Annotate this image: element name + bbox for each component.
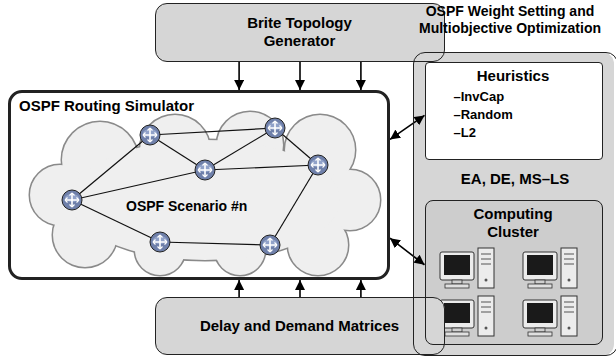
node-heading: Heuristics — [433, 67, 593, 85]
node-heading: Delay and Demand Matrices — [197, 317, 402, 335]
connector-arrow — [390, 238, 425, 265]
optimization-panel: OSPF Weight Setting and Multiobjective O… — [413, 52, 616, 356]
connector-arrow — [238, 62, 240, 90]
simulator-box: OSPF Routing SimulatorOSPF Scenario #n — [8, 90, 390, 280]
node-text: EA, DE, MS–LS — [420, 170, 610, 188]
generator-box: Brite Topology Generator — [155, 3, 445, 62]
node-heading: OSPF Routing Simulator — [19, 97, 194, 115]
connector-arrow — [238, 280, 240, 297]
network-links — [72, 128, 318, 245]
node-text: –InvCap — [454, 89, 505, 105]
node-heading: Computing Cluster — [453, 205, 573, 241]
connector-arrow — [360, 280, 362, 297]
node-text: OSPF Scenario #n — [126, 198, 247, 215]
network-cloud — [30, 112, 380, 275]
node-heading: Brite Topology Generator — [215, 14, 385, 50]
computer-icons — [440, 248, 577, 336]
cluster-ground — [425, 200, 603, 345]
matrices-box: Delay and Demand Matrices — [155, 297, 445, 355]
node-heading: OSPF Weight Setting and Multiobjective O… — [400, 3, 616, 37]
node-text: –Random — [454, 107, 513, 123]
connector-arrow — [299, 62, 301, 90]
heuristics-box: Heuristics –InvCap –Random –L2 — [425, 62, 603, 160]
node-text: –L2 — [454, 125, 476, 141]
connector-arrow — [390, 115, 425, 139]
router-symbols — [62, 118, 328, 255]
connector-arrow — [299, 280, 301, 297]
cluster-box: Computing Cluster — [425, 200, 603, 345]
connector-arrow — [360, 62, 362, 90]
